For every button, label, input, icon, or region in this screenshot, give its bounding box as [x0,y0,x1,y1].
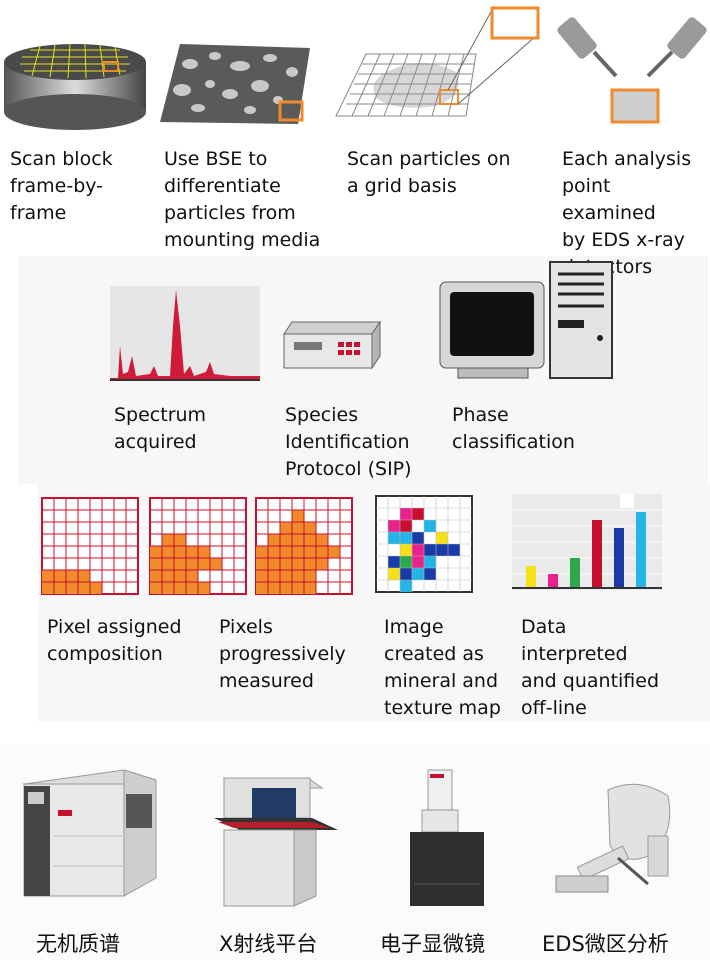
bar-chart-icon [512,494,662,590]
step-label-eds: Each analysis point examined by EDS x-ra… [562,148,692,278]
pixel-grid-progress-icon [255,497,353,595]
instrument-label-microscope: 电子显微镜 [380,932,485,956]
step-label-image-map: Image created as mineral and texture map [384,616,501,719]
pixel-grid-icon [41,497,139,595]
eds-detectors-icon [557,17,707,124]
step-label-phase: Phase classification [452,404,575,453]
mineral-map-icon [375,495,473,593]
step-label-sip: Species Identification Protocol (SIP) [285,404,412,480]
step-label-pixel-assigned: Pixel assigned composition [47,616,182,665]
analyzer-device-icon [283,320,381,370]
eds-microanalysis-icon [555,783,671,893]
step-label-scan-block: Scan block frame-by- frame [10,148,113,224]
electron-microscope-icon [410,769,484,906]
instrument-label-mass-spec: 无机质谱 [36,932,120,956]
step-label-bse: Use BSE to differentiate particles from … [164,148,321,251]
xray-platform-icon [214,777,338,907]
step-label-grid: Scan particles on a grid basis [347,148,511,197]
computer-icon [439,261,613,379]
sample-block-icon [4,43,146,130]
mass-spectrometer-icon [22,769,157,897]
bse-particles-icon [160,44,310,124]
pixel-grid-progress-icon-a [149,497,247,595]
step-label-spectrum: Spectrum acquired [114,404,207,453]
spectrum-chart-icon [110,286,260,381]
grid-scan-icon [335,6,540,117]
instrument-label-eds: EDS微区分析 [542,932,669,956]
step-label-pixels-measured: Pixels progressively measured [219,616,346,692]
step-label-data: Data interpreted and quantified off-line [521,616,660,719]
instrument-label-xray: X射线平台 [219,932,318,956]
